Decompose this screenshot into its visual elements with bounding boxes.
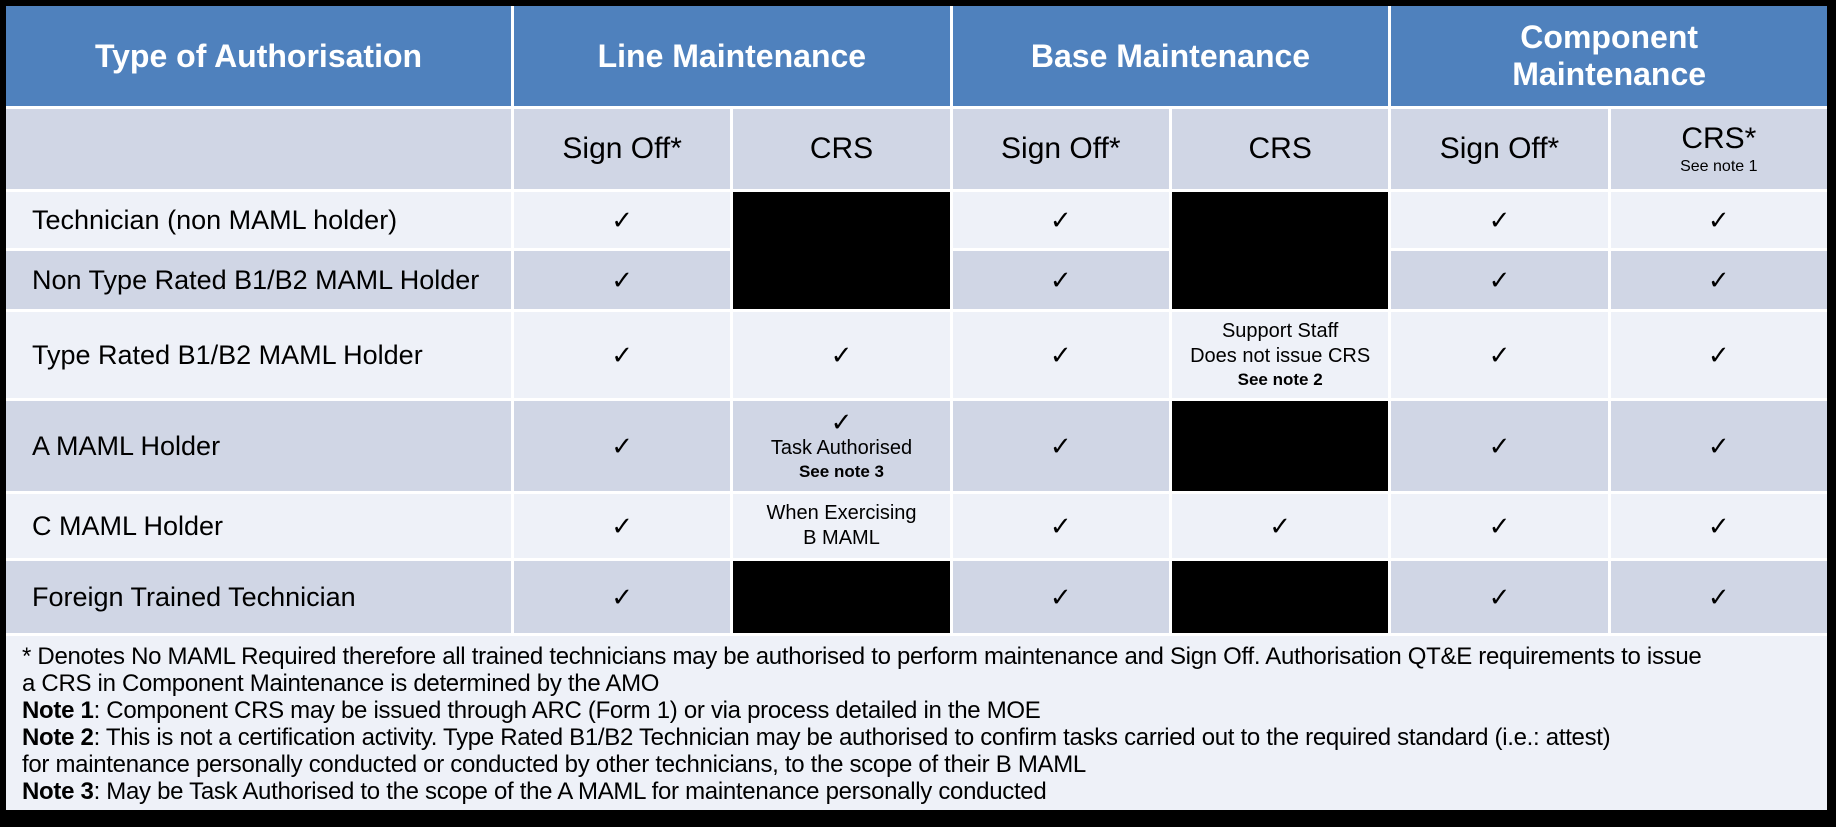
check-mark: ✓ — [611, 581, 634, 612]
subheader-crs-component: CRS* See note 1 — [1610, 109, 1827, 189]
footnote: Note 3: May be Task Authorised to the sc… — [22, 778, 1047, 805]
value-cell: ✓ — [733, 312, 950, 398]
check-mark: ✓ — [1707, 581, 1730, 612]
value-cell: ✓ — [1610, 251, 1827, 309]
value-cell: ✓ — [1391, 401, 1608, 491]
cell-text: Task Authorised — [770, 437, 913, 460]
check-mark: ✓ — [1269, 510, 1292, 541]
value-cell: ✓ — [952, 494, 1169, 558]
check-mark: ✓ — [1488, 204, 1511, 235]
value-cell: ✓ — [514, 401, 731, 491]
value-cell: ✓ — [514, 192, 731, 248]
value-cell: ✓ — [952, 192, 1169, 248]
check-mark: ✓ — [611, 339, 634, 370]
check-mark: ✓ — [830, 406, 853, 437]
check-mark: ✓ — [1707, 339, 1730, 370]
value-cell: ✓ — [1610, 401, 1827, 491]
value-cell: ✓ — [1610, 494, 1827, 558]
row-label: Non Type Rated B1/B2 MAML Holder — [6, 251, 511, 309]
value-cell: ✓ — [514, 312, 731, 398]
check-mark: ✓ — [611, 204, 634, 235]
redacted-cell — [733, 251, 950, 309]
check-mark: ✓ — [1049, 339, 1072, 370]
value-cell: ✓ — [514, 251, 731, 309]
footnote-label: Note 3 — [22, 778, 94, 805]
value-cell: ✓ — [1391, 312, 1608, 398]
value-cell: ✓ — [514, 561, 731, 633]
check-mark: ✓ — [1049, 581, 1072, 612]
subheader-crs-base: CRS — [1171, 109, 1389, 189]
redacted-cell — [1171, 192, 1389, 251]
footnotes: * Denotes No MAML Required therefore all… — [6, 636, 1827, 810]
value-cell: ✓ — [1391, 561, 1608, 633]
cell-text: When Exercising — [766, 502, 917, 524]
subheader-sign-off-base: Sign Off* — [952, 109, 1169, 189]
row-label: Technician (non MAML holder) — [6, 192, 511, 248]
footnote-label: Note 2 — [22, 724, 94, 751]
cell-text: See note 3 — [798, 462, 885, 482]
check-mark: ✓ — [1488, 581, 1511, 612]
value-cell: ✓ — [1391, 192, 1608, 248]
value-cell: ✓ — [952, 312, 1169, 398]
value-cell: ✓ — [514, 494, 731, 558]
footnote: Note 2: This is not a certification acti… — [22, 724, 1611, 778]
footnote: * Denotes No MAML Required therefore all… — [22, 643, 1702, 697]
value-cell: ✓ — [952, 251, 1169, 309]
subheader-empty — [6, 109, 511, 189]
value-cell: ✓ — [952, 401, 1169, 491]
value-cell: ✓ — [1171, 494, 1389, 558]
check-mark: ✓ — [611, 264, 634, 295]
footnote: Note 1: Component CRS may be issued thro… — [22, 697, 1041, 724]
check-mark: ✓ — [1488, 510, 1511, 541]
row-label: A MAML Holder — [6, 401, 511, 491]
row-label: C MAML Holder — [6, 494, 511, 558]
header-type-of-authorisation: Type of Authorisation — [6, 6, 511, 106]
check-mark: ✓ — [1049, 264, 1072, 295]
check-mark: ✓ — [1707, 264, 1730, 295]
check-mark: ✓ — [1488, 264, 1511, 295]
check-mark: ✓ — [611, 430, 634, 461]
row-label: Type Rated B1/B2 MAML Holder — [6, 312, 511, 398]
check-mark: ✓ — [611, 510, 634, 541]
value-cell: ✓ — [1610, 561, 1827, 633]
cell-text: Support Staff — [1221, 319, 1339, 342]
cell-text: Does not issue CRS — [1190, 344, 1371, 367]
header-base-maintenance: Base Maintenance — [952, 6, 1389, 106]
subheader-crs-line: CRS — [733, 109, 950, 189]
value-cell: ✓ — [1391, 251, 1608, 309]
redacted-cell — [1171, 251, 1389, 309]
cell-text: See note 2 — [1237, 369, 1323, 389]
check-mark: ✓ — [1049, 204, 1072, 235]
redacted-cell — [1171, 561, 1389, 633]
check-mark: ✓ — [1049, 430, 1072, 461]
check-mark: ✓ — [1707, 204, 1730, 235]
table-grid: Type of Authorisation Line Maintenance B… — [6, 6, 1827, 633]
check-mark: ✓ — [1049, 510, 1072, 541]
redacted-cell — [1171, 401, 1389, 491]
check-mark: ✓ — [1707, 510, 1730, 541]
subheader-sign-off-line: Sign Off* — [514, 109, 731, 189]
value-cell: When Exercising B MAML — [733, 494, 950, 558]
subheader-crs-component-label: CRS* — [1681, 122, 1757, 156]
value-cell: ✓ — [1391, 494, 1608, 558]
value-cell: ✓ — [952, 561, 1169, 633]
authorisation-table: Type of Authorisation Line Maintenance B… — [6, 6, 1827, 810]
check-mark: ✓ — [1488, 339, 1511, 370]
value-cell: ✓ — [1610, 192, 1827, 248]
value-cell: ✓ — [1610, 312, 1827, 398]
header-line-maintenance: Line Maintenance — [514, 6, 950, 106]
subheader-crs-component-note: See note 1 — [1680, 158, 1758, 176]
check-mark: ✓ — [1707, 430, 1730, 461]
row-label: Foreign Trained Technician — [6, 561, 511, 633]
header-component-maintenance: Component Maintenance — [1391, 6, 1827, 106]
check-mark: ✓ — [1488, 430, 1511, 461]
subheader-sign-off-component: Sign Off* — [1391, 109, 1608, 189]
cell-text: B MAML — [803, 527, 880, 549]
check-mark: ✓ — [830, 339, 853, 370]
redacted-cell — [733, 561, 950, 633]
footnote-label: Note 1 — [22, 697, 94, 724]
redacted-cell — [733, 192, 950, 251]
